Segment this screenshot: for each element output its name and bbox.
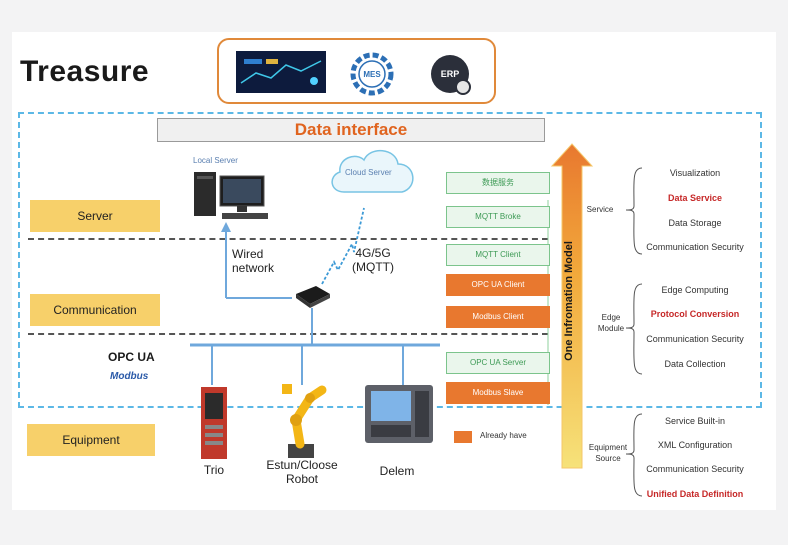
modbus-logo: Modbus xyxy=(110,371,149,382)
legend-label: Already have xyxy=(480,431,527,440)
erp-logo-text: ERP xyxy=(441,69,460,79)
service-item-visualization: Visualization xyxy=(669,168,721,178)
device-label-delem: Delem xyxy=(379,464,415,478)
category-label-service: Service xyxy=(586,205,614,214)
edge-item-data-collection: Data Collection xyxy=(664,359,726,369)
wired-network-label: Wired network xyxy=(232,247,275,275)
edge-item-communication-security: Communication Security xyxy=(646,334,744,344)
service-item-data-storage: Data Storage xyxy=(668,218,722,228)
data-interface-bar: Data interface xyxy=(157,118,545,142)
module-box-data-service: 数据服务 xyxy=(446,172,550,194)
equipment-item-service-built-in: Service Built-in xyxy=(664,416,726,426)
module-box-opcua-client: OPC UA Client xyxy=(446,274,550,296)
edge-item-edge-computing: Edge Computing xyxy=(661,285,729,295)
dashboard-logo-icon xyxy=(236,51,326,93)
local-server-label: Local Server xyxy=(193,156,238,165)
service-item-communication-security: Communication Security xyxy=(646,242,744,252)
gateway-router-icon xyxy=(296,286,330,308)
trio-controller-icon xyxy=(201,387,227,459)
layer-label-equipment: Equipment xyxy=(27,424,155,456)
wireless-label: 4G/5G (MQTT) xyxy=(352,246,394,274)
robot-arm-icon xyxy=(282,384,327,458)
erp-logo-icon: ERP xyxy=(431,55,471,95)
server-communication-divider xyxy=(28,238,548,240)
module-box-mqtt-broker: MQTT Broke xyxy=(446,206,550,228)
layer-label-server: Server xyxy=(30,200,160,232)
module-box-opcua-server: OPC UA Server xyxy=(446,352,550,374)
category-braces xyxy=(625,167,643,497)
delem-controller-icon xyxy=(365,385,433,443)
opc-ua-logo: OPC UA xyxy=(108,350,155,364)
legend-swatch xyxy=(454,431,472,443)
device-label-robot: Estun/Cloose Robot xyxy=(266,458,338,486)
information-model-arrow xyxy=(550,143,594,469)
equipment-item-communication-security: Communication Security xyxy=(646,464,744,474)
module-box-modbus-client: Modbus Client xyxy=(446,306,550,328)
page-title: Treasure xyxy=(20,55,150,88)
information-model-label: One Infromation Model xyxy=(563,241,575,361)
layer-label-communication: Communication xyxy=(30,294,160,326)
edge-item-protocol-conversion: Protocol Conversion xyxy=(650,309,740,319)
category-label-equipment-source: Equipment Source xyxy=(588,443,628,463)
equipment-item-xml-configuration: XML Configuration xyxy=(657,440,733,450)
module-box-modbus-slave: Modbus Slave xyxy=(446,382,550,404)
communication-device-divider xyxy=(28,333,548,335)
cloud-server-label: Cloud Server xyxy=(345,168,392,177)
service-item-data-service: Data Service xyxy=(667,193,723,203)
server-computer-icon xyxy=(194,172,268,219)
cloud-icon xyxy=(331,150,414,193)
mes-logo-icon: MES xyxy=(350,52,394,96)
category-label-edge-module: Edge Module xyxy=(597,313,625,333)
device-label-trio: Trio xyxy=(203,463,225,477)
equipment-item-unified-data-definition: Unified Data Definition xyxy=(646,489,744,499)
module-box-mqtt-client: MQTT Client xyxy=(446,244,550,266)
mes-logo-text: MES xyxy=(363,70,381,79)
